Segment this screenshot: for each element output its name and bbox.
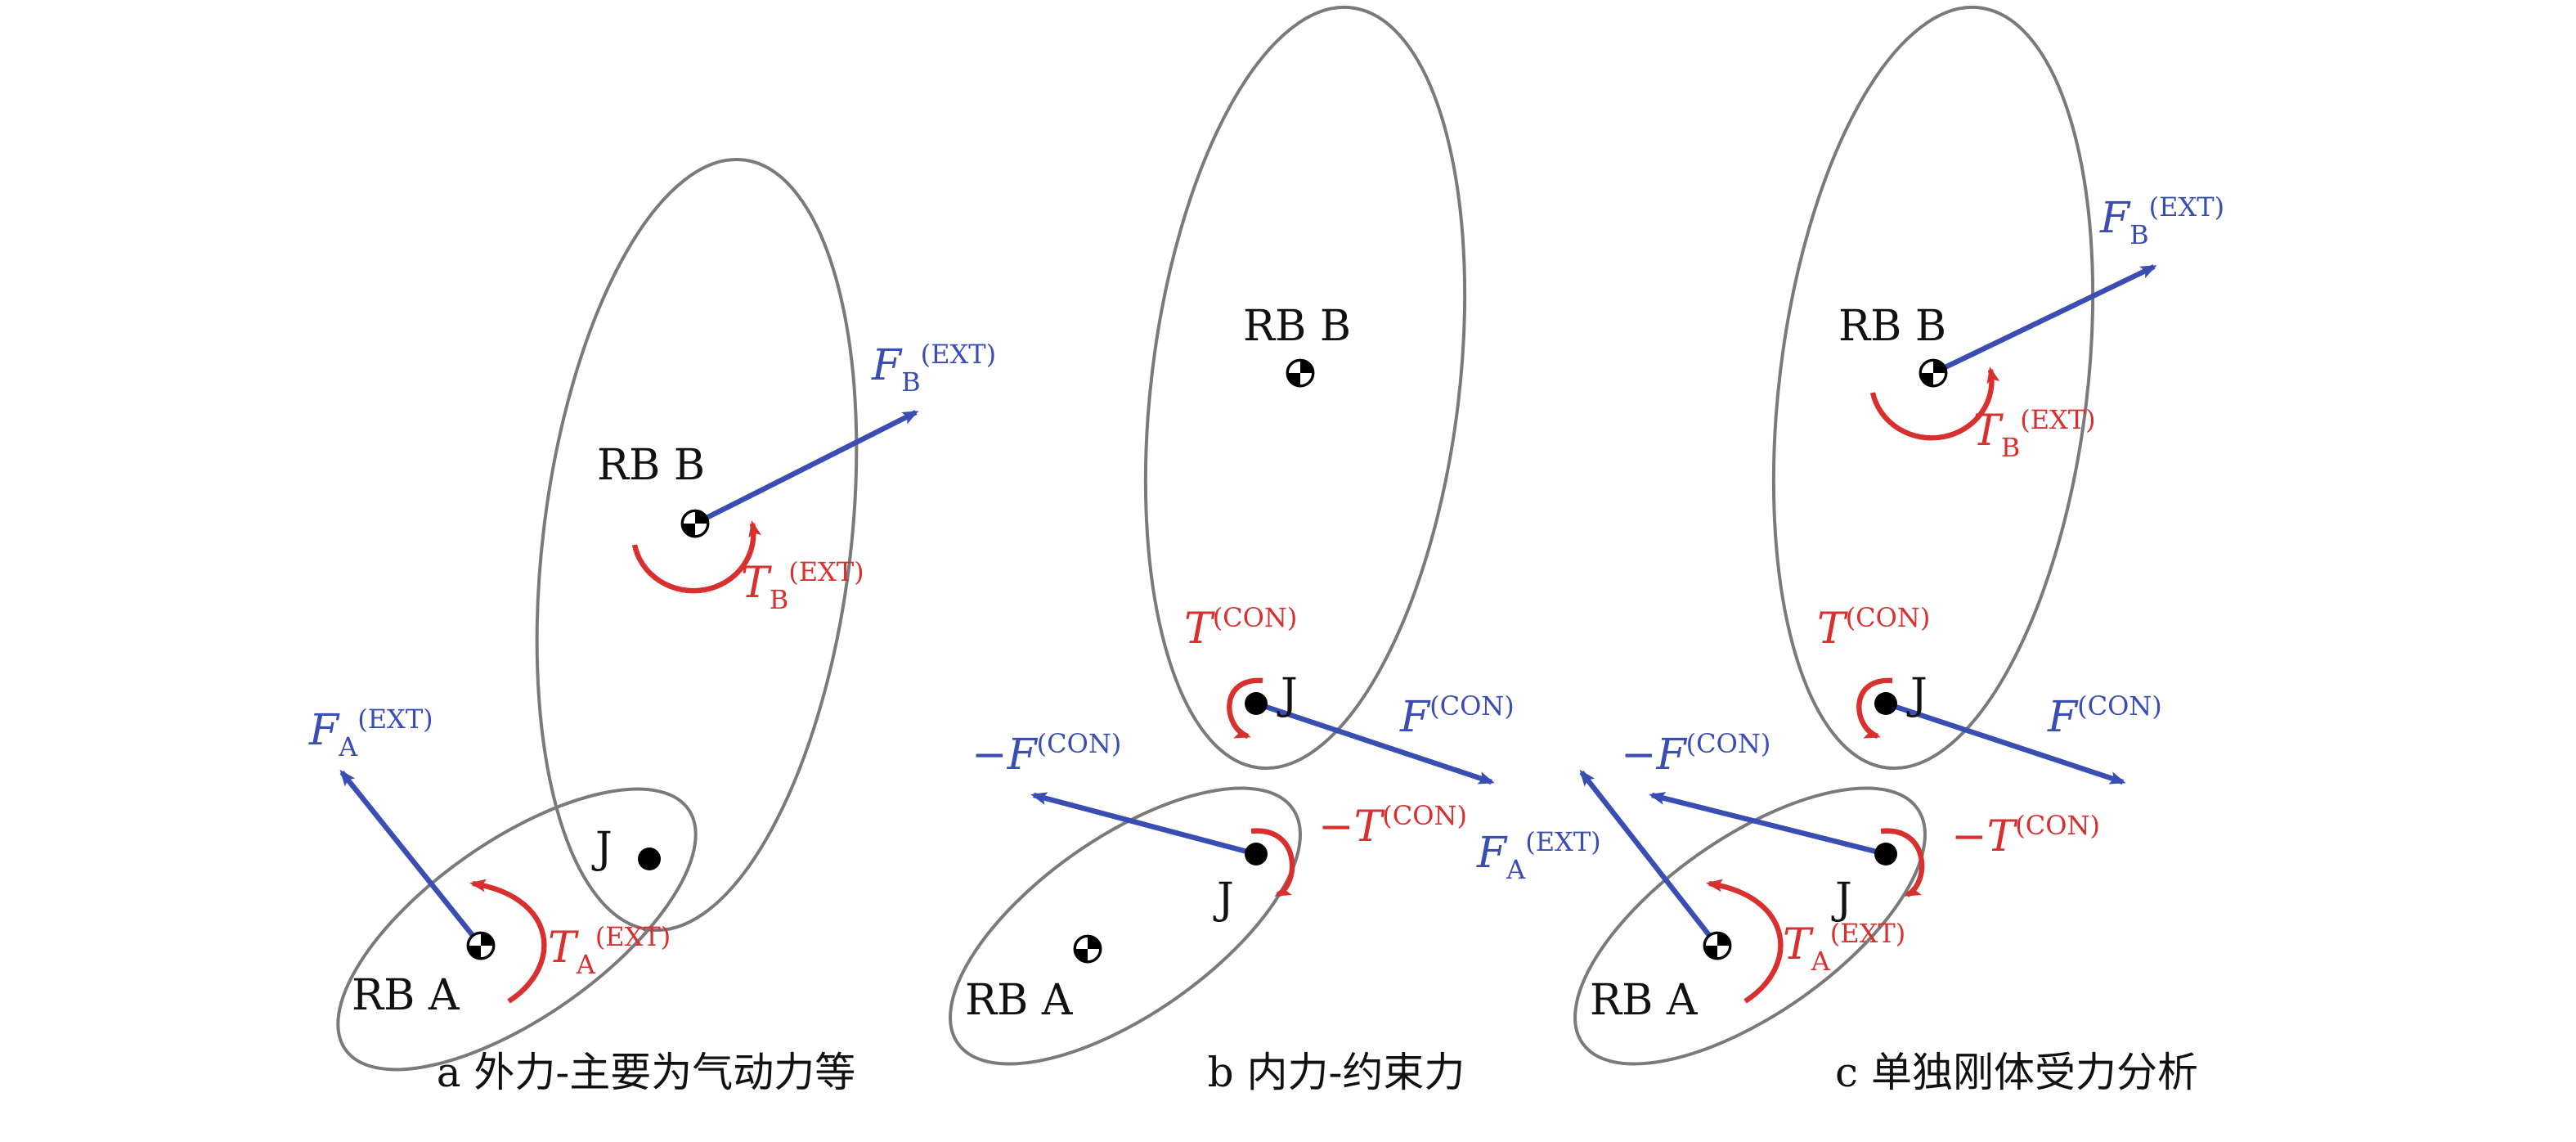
center-of-mass-a-icon xyxy=(1073,934,1102,964)
constraint-torque-label: T(CON) xyxy=(1184,602,1297,654)
neg-constraint-torque-label: −T(CON) xyxy=(1318,800,1467,852)
joint-label: J xyxy=(591,824,613,873)
panel-c: RB B FB(EXT) TB(EXT) T(CON) J F(CON) −F(… xyxy=(1476,5,2224,1096)
constraint-torque-label: T(CON) xyxy=(1817,602,1930,654)
panel-b-caption: b 内力-约束力 xyxy=(1208,1049,1465,1096)
constraint-torque-arc xyxy=(1227,677,1263,740)
force-a-label: FA(EXT) xyxy=(308,704,433,762)
force-b-label: FB(EXT) xyxy=(871,339,996,398)
force-a-arrow xyxy=(339,769,483,948)
constraint-force-arrow xyxy=(1254,700,1495,785)
rigid-body-a-outline xyxy=(1573,786,1927,1066)
rb-a-label: RB A xyxy=(1590,976,1699,1025)
constraint-torque-arc xyxy=(1856,677,1893,740)
torque-b-label: TB(EXT) xyxy=(1972,404,2096,463)
torque-a-arc xyxy=(469,879,547,1004)
rb-b-label: RB B xyxy=(597,441,705,490)
joint-dot-a xyxy=(1245,843,1268,865)
panel-b: RB B T(CON) J F(CON) −F(CON) J −T(CON) R… xyxy=(949,5,1515,1096)
rb-b-label: RB B xyxy=(1838,302,1946,351)
rigid-body-a-outline xyxy=(336,787,698,1072)
joint-label-a: J xyxy=(1213,874,1234,924)
torque-b-arc xyxy=(631,520,761,594)
constraint-force-label: F(CON) xyxy=(2047,690,2162,742)
neg-constraint-force-label: −F(CON) xyxy=(1621,728,1770,780)
rigid-body-b-outline xyxy=(1771,5,2095,771)
joint-label-a: J xyxy=(1831,874,1852,924)
joint-label-b: J xyxy=(1277,670,1298,719)
center-of-mass-b-icon xyxy=(1286,358,1315,388)
neg-constraint-torque-arc xyxy=(1880,828,1925,897)
torque-a-label: TA(EXT) xyxy=(1783,918,1905,977)
center-of-mass-a-icon xyxy=(466,931,496,960)
rb-b-label: RB B xyxy=(1243,302,1351,351)
neg-constraint-torque-label: −T(CON) xyxy=(1951,810,2100,861)
constraint-force-arrow xyxy=(1884,700,2126,785)
joint-dot-a xyxy=(1874,843,1897,865)
force-b-arrow xyxy=(693,410,919,526)
force-b-label: FB(EXT) xyxy=(2099,191,2224,250)
torque-a-arc xyxy=(1706,879,1784,1004)
joint-dot-b xyxy=(1245,692,1268,715)
center-of-mass-a-icon xyxy=(1703,931,1732,960)
rigid-body-b-outline xyxy=(1143,5,1467,771)
torque-b-label: TB(EXT) xyxy=(741,556,864,615)
neg-constraint-force-arrow xyxy=(1649,792,1887,857)
joint-dot-b xyxy=(1874,692,1897,715)
joint-label-b: J xyxy=(1906,670,1928,719)
constraint-force-label: F(CON) xyxy=(1399,690,1515,742)
panel-c-caption: c 单独刚体受力分析 xyxy=(1835,1049,2198,1096)
center-of-mass-b-icon xyxy=(680,509,710,538)
rb-a-label: RB A xyxy=(965,976,1074,1025)
neg-constraint-torque-arc xyxy=(1250,828,1295,897)
torque-b-arc xyxy=(1869,366,2000,441)
center-of-mass-b-icon xyxy=(1919,358,1948,388)
joint-dot xyxy=(638,848,661,870)
force-a-arrow xyxy=(1579,769,1720,947)
force-a-label: FA(EXT) xyxy=(1476,826,1601,885)
force-b-arrow xyxy=(1932,264,2157,375)
rb-a-label: RB A xyxy=(352,971,460,1020)
torque-a-label: TA(EXT) xyxy=(548,921,671,980)
rigid-body-a-outline xyxy=(949,786,1302,1066)
panel-a-caption: a 外力-主要为气动力等 xyxy=(437,1049,856,1096)
panel-a: RB B FB(EXT) TB(EXT) J FA(EXT) TA(EXT) R… xyxy=(308,157,996,1096)
neg-constraint-force-label: −F(CON) xyxy=(972,728,1121,780)
neg-constraint-force-arrow xyxy=(1030,792,1257,857)
